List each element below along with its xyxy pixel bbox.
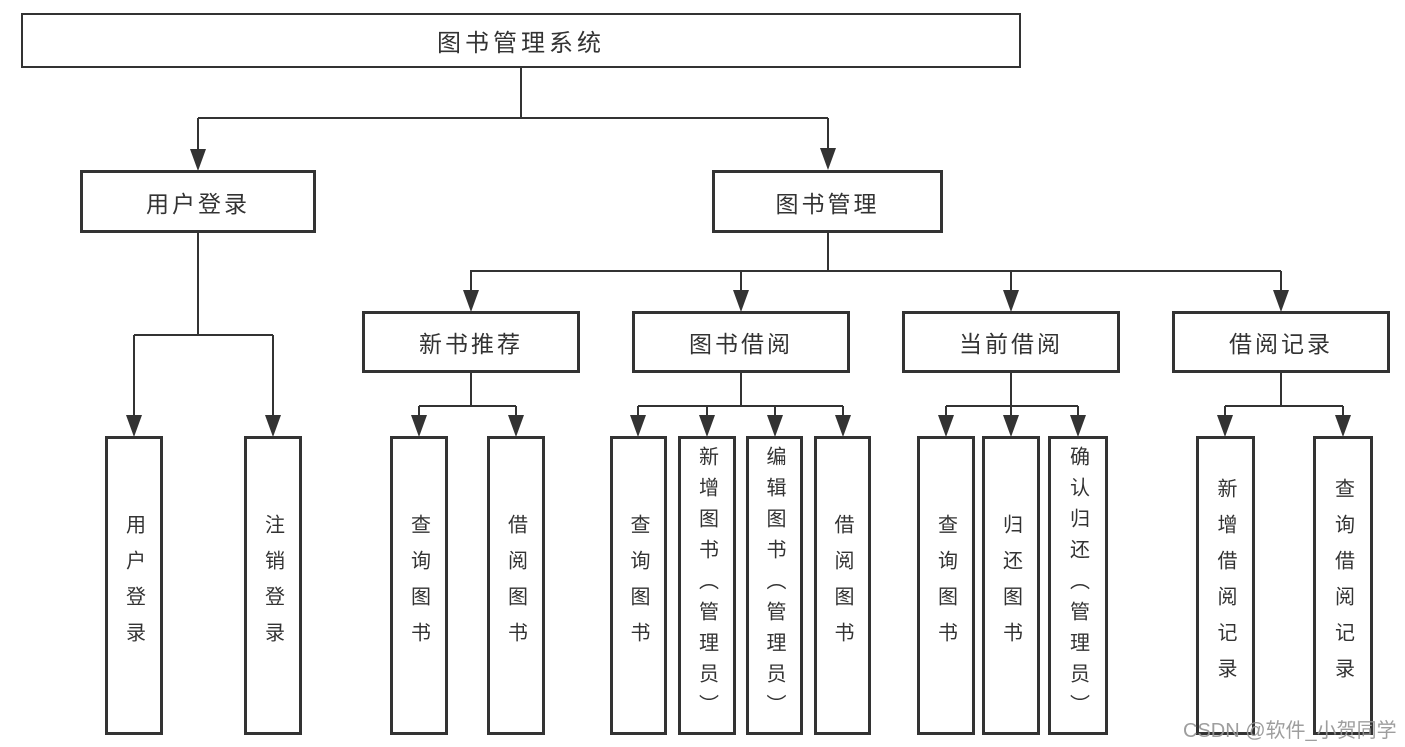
leaf-label: 注销登录 bbox=[261, 513, 284, 658]
leaf-confirm-return-admin: 确认归还（管理员） bbox=[1048, 436, 1108, 735]
leaf-label: 查询借阅记录 bbox=[1331, 477, 1354, 694]
leaf-borrow-books-recommend: 借阅图书 bbox=[487, 436, 545, 735]
arrow-heads bbox=[126, 148, 1351, 437]
node-book-management: 图书管理 bbox=[712, 170, 943, 233]
leaf-add-borrow-record: 新增借阅记录 bbox=[1196, 436, 1255, 735]
node-label: 借阅记录 bbox=[1229, 331, 1333, 357]
leaf-label: 查询图书 bbox=[627, 513, 649, 658]
node-label: 新书推荐 bbox=[419, 331, 523, 357]
leaf-user-login: 用户登录 bbox=[105, 436, 163, 735]
node-new-book-recommend: 新书推荐 bbox=[362, 311, 580, 373]
tree-edges bbox=[133, 68, 1344, 417]
leaf-label: 借阅图书 bbox=[831, 513, 853, 658]
node-label: 当前借阅 bbox=[959, 331, 1063, 357]
csdn-watermark: CSDN @软件_小贺同学 bbox=[1183, 720, 1397, 742]
node-label: 用户登录 bbox=[146, 190, 250, 217]
leaf-logout: 注销登录 bbox=[244, 436, 302, 735]
leaf-borrow-books: 借阅图书 bbox=[814, 436, 871, 735]
leaf-add-book-admin: 新增图书（管理员） bbox=[678, 436, 736, 735]
node-label: 图书管理系统 bbox=[437, 30, 605, 57]
leaf-query-books-current: 查询图书 bbox=[917, 436, 975, 735]
leaf-label: 用户登录 bbox=[122, 513, 145, 658]
leaf-label: 归还图书 bbox=[999, 513, 1022, 658]
node-label: 图书借阅 bbox=[689, 331, 793, 357]
leaf-label: 新增借阅记录 bbox=[1214, 477, 1236, 694]
leaf-return-book: 归还图书 bbox=[982, 436, 1040, 735]
node-user-login: 用户登录 bbox=[80, 170, 316, 233]
leaf-query-borrow-record: 查询借阅记录 bbox=[1313, 436, 1373, 735]
node-current-borrow: 当前借阅 bbox=[902, 311, 1120, 373]
leaf-label: 新增图书（管理员） bbox=[695, 446, 718, 725]
leaf-label: 借阅图书 bbox=[504, 513, 527, 658]
leaf-label: 确认归还（管理员） bbox=[1066, 446, 1089, 725]
leaf-label: 查询图书 bbox=[407, 513, 430, 658]
leaf-label: 查询图书 bbox=[934, 513, 957, 658]
leaf-query-books-recommend: 查询图书 bbox=[390, 436, 448, 735]
node-label: 图书管理 bbox=[775, 190, 880, 217]
node-borrow-records: 借阅记录 bbox=[1172, 311, 1390, 373]
node-book-borrow: 图书借阅 bbox=[632, 311, 850, 373]
leaf-edit-book-admin: 编辑图书（管理员） bbox=[746, 436, 803, 735]
leaf-label: 编辑图书（管理员） bbox=[763, 446, 785, 725]
node-library-management-system: 图书管理系统 bbox=[21, 13, 1021, 68]
leaf-query-books-borrow: 查询图书 bbox=[610, 436, 667, 735]
